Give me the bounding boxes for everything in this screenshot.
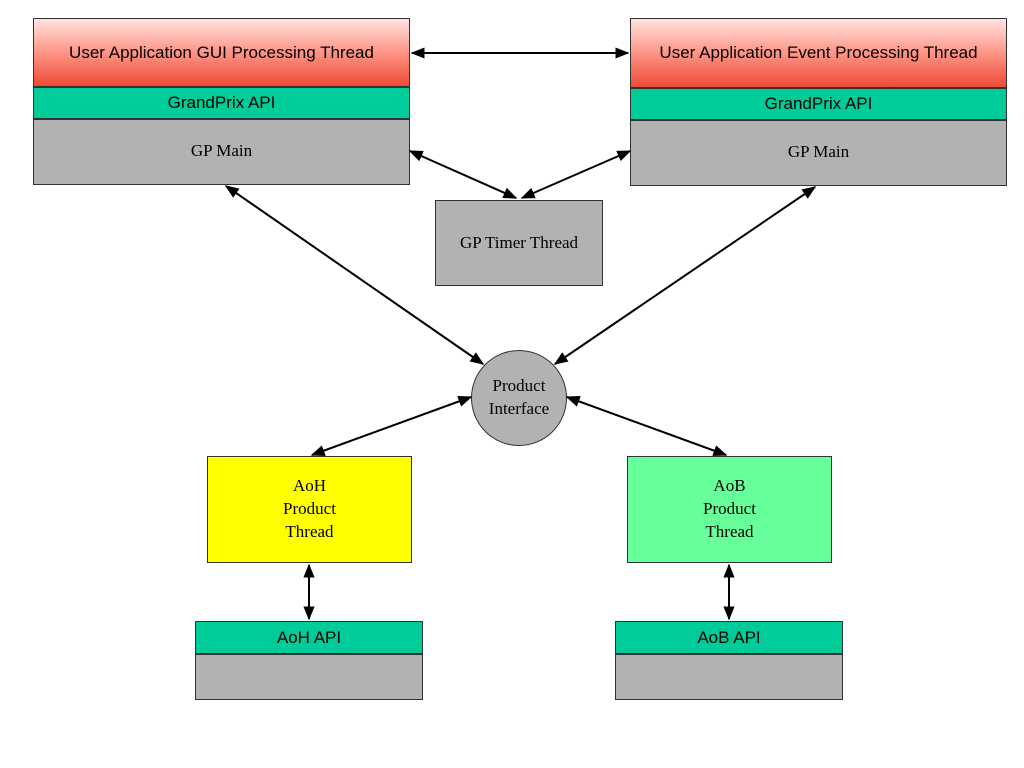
aoh-api-label: AoH API [276,627,342,647]
gui-processing-thread-box: User Application GUI Processing Thread [33,18,410,87]
aob-api-label: AoB API [697,627,761,647]
aob-product-thread-label: AoB Product Thread [703,476,756,541]
aoh-api-base-box [195,654,423,700]
event-processing-thread-label: User Application Event Processing Thread [659,43,978,62]
left-grandprix-api-label: GrandPrix API [167,93,276,112]
aob-api-box: AoB API [615,621,843,654]
right-gp-main-box: GP Main [630,120,1007,186]
gp-timer-thread-box: GP Timer Thread [435,200,603,286]
left-gp-main-box: GP Main [33,119,410,185]
left-grandprix-api-box: GrandPrix API [33,87,410,119]
aoh-product-thread-box: AoH Product Thread [207,456,412,563]
right-grandprix-api-box: GrandPrix API [630,88,1007,120]
product-interface-circle: Product Interface [471,350,567,446]
gui-processing-thread-label: User Application GUI Processing Thread [69,42,374,62]
right-gp-main-label: GP Main [787,142,850,161]
product-interface-label: Product Interface [488,376,550,418]
timer-to-right-main-arrow [520,150,632,199]
left-main-to-timer-arrow [408,150,518,199]
event-processing-thread-box: User Application Event Processing Thread [630,18,1007,88]
aoh-api-box: AoH API [195,621,423,654]
gp-timer-thread-label: GP Timer Thread [459,232,579,252]
aob-api-base-box [615,654,843,700]
aoh-product-thread-label: AoH Product Thread [283,476,336,541]
product-interface-to-aob-arrow [565,396,728,456]
right-grandprix-api-label: GrandPrix API [764,94,873,113]
aob-product-thread-box: AoB Product Thread [627,456,832,563]
product-interface-to-aoh-arrow [310,396,473,456]
left-gp-main-label: GP Main [190,141,253,160]
